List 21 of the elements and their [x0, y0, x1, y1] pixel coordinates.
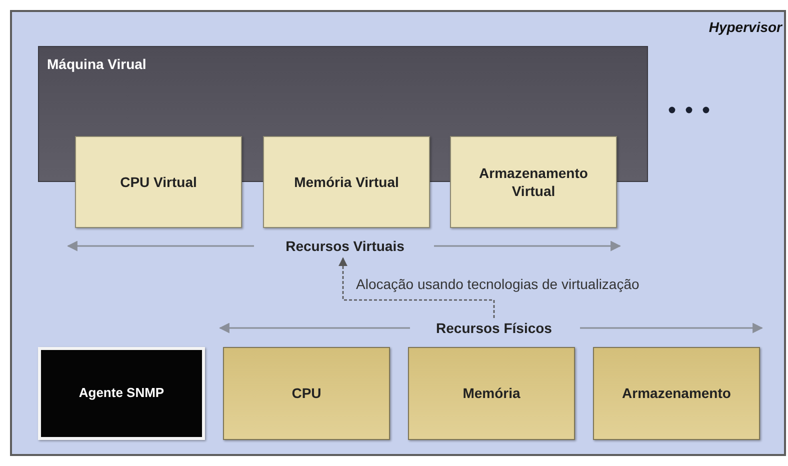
panel-title: Máquina Virual: [47, 55, 146, 74]
hypervisor-panel: [10, 10, 786, 456]
agent-box: [38, 347, 205, 440]
node-label: Agente SNMP: [78, 385, 164, 402]
resource-box: [450, 136, 617, 228]
node-label: Memória Virtual: [294, 172, 399, 192]
resource-box: [223, 347, 390, 440]
node-label: Armazenamento Virtual: [478, 164, 589, 200]
resource-box: [263, 136, 430, 228]
node-label: Memória: [462, 384, 520, 403]
resource-box: [75, 136, 242, 228]
panel-title: Hypervisor: [708, 18, 782, 36]
group-label: Recursos Virtuais: [286, 236, 404, 256]
edge-label: Alocação usando tecnologias de virtualização: [354, 276, 642, 292]
arrow: [338, 257, 495, 318]
node-label: CPU Virtual: [120, 172, 197, 192]
group-label: Recursos Físicos: [436, 318, 552, 338]
resource-box: [408, 347, 575, 440]
resource-box: [593, 347, 760, 440]
node-label: CPU: [292, 384, 322, 403]
node-label: Armazenamento: [622, 384, 731, 403]
